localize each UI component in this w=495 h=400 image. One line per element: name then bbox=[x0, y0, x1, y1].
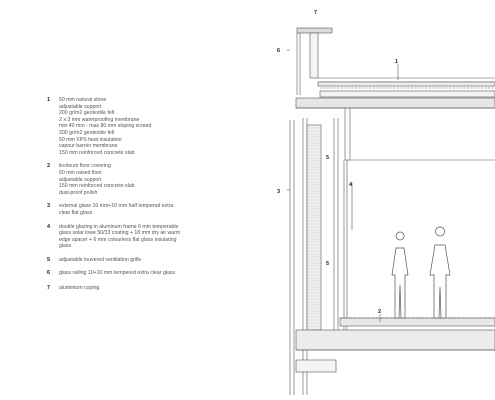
legend-text: min 40 mm - max 80 mm sloping screed bbox=[59, 123, 152, 130]
legend-number: 6 bbox=[47, 270, 51, 277]
callout-4: 4 bbox=[349, 182, 353, 188]
callout-2: 2 bbox=[378, 309, 381, 315]
callout-5-upper: 5 bbox=[326, 155, 329, 161]
legend-number: 1 bbox=[47, 97, 51, 103]
aluminium-coping bbox=[296, 27, 333, 34]
legend-text: external glass 10 mm+10 mm half tempered… bbox=[59, 203, 174, 210]
legend-entry: 7 aluminium coping bbox=[47, 285, 247, 292]
legend-entry: 6 glass railing 10+10 mm tempered extra c… bbox=[47, 270, 247, 277]
legend-text: glass solar lowe 50/33 coating + 18 mm d… bbox=[59, 230, 181, 237]
callout-7: 7 bbox=[314, 10, 317, 16]
legend-text: glass bbox=[59, 243, 72, 250]
callout-1: 1 bbox=[395, 59, 398, 65]
legend-entry: 4 double glazing in aluminum frame 6 mm t… bbox=[47, 224, 247, 250]
legend-text: 150 mm reinforced concrete slab bbox=[59, 183, 135, 190]
legend-text: aluminium coping bbox=[59, 285, 100, 292]
legend-text: 150 mm reinforced concrete slab bbox=[59, 149, 135, 156]
callout-3: 3 bbox=[277, 189, 280, 195]
legend-text: adjustable support bbox=[59, 103, 102, 110]
legend-text: adjustable louvered ventilation grille bbox=[59, 256, 142, 263]
legend-number: 3 bbox=[47, 203, 51, 210]
legend-text: 50 mm natural stone bbox=[59, 97, 107, 103]
callout-6: 6 bbox=[277, 48, 280, 54]
legend-text: linoleum floor covering bbox=[59, 163, 111, 170]
legend-text: 200 gr/m2 geotextile felt bbox=[59, 110, 115, 117]
legend-number: 7 bbox=[47, 285, 51, 292]
legend-text: double glazing in aluminum frame 6 mm te… bbox=[59, 223, 179, 230]
roof-slab bbox=[295, 77, 495, 161]
legend-text: 2 x 3 mm waterproofing membrane bbox=[59, 116, 140, 123]
legend-entry: 5 adjustable louvered ventilation grille bbox=[47, 257, 247, 264]
legend-text: glass railing 10+10 mm tempered extra cl… bbox=[59, 270, 176, 277]
legend-text: 200 gr/m2 geotextile felt bbox=[59, 129, 115, 136]
legend-number: 4 bbox=[47, 223, 51, 230]
ventilation-grille bbox=[306, 124, 322, 331]
legend-text: dust-proof polish bbox=[59, 189, 98, 196]
glass-railing bbox=[309, 32, 319, 79]
legend-text: clear flat glass bbox=[59, 209, 93, 216]
legend-entry: 3 external glass 10 mm+10 mm half tempere… bbox=[47, 203, 247, 216]
legend-text: vapour barrier membrane bbox=[59, 143, 118, 150]
legend-text: adjustable support bbox=[59, 176, 102, 183]
legend-text: 50 mm XPS heat insulation bbox=[59, 136, 122, 143]
floor-slab bbox=[295, 317, 495, 373]
legend-text: 50 mm raised floor bbox=[59, 169, 102, 176]
legend-number: 5 bbox=[47, 256, 51, 263]
callout-5-lower: 5 bbox=[326, 261, 329, 267]
legend-number: 2 bbox=[47, 163, 51, 170]
legend-text: edge spacer + 6 mm colourless flat glass… bbox=[59, 236, 177, 243]
human-figures bbox=[391, 226, 451, 319]
